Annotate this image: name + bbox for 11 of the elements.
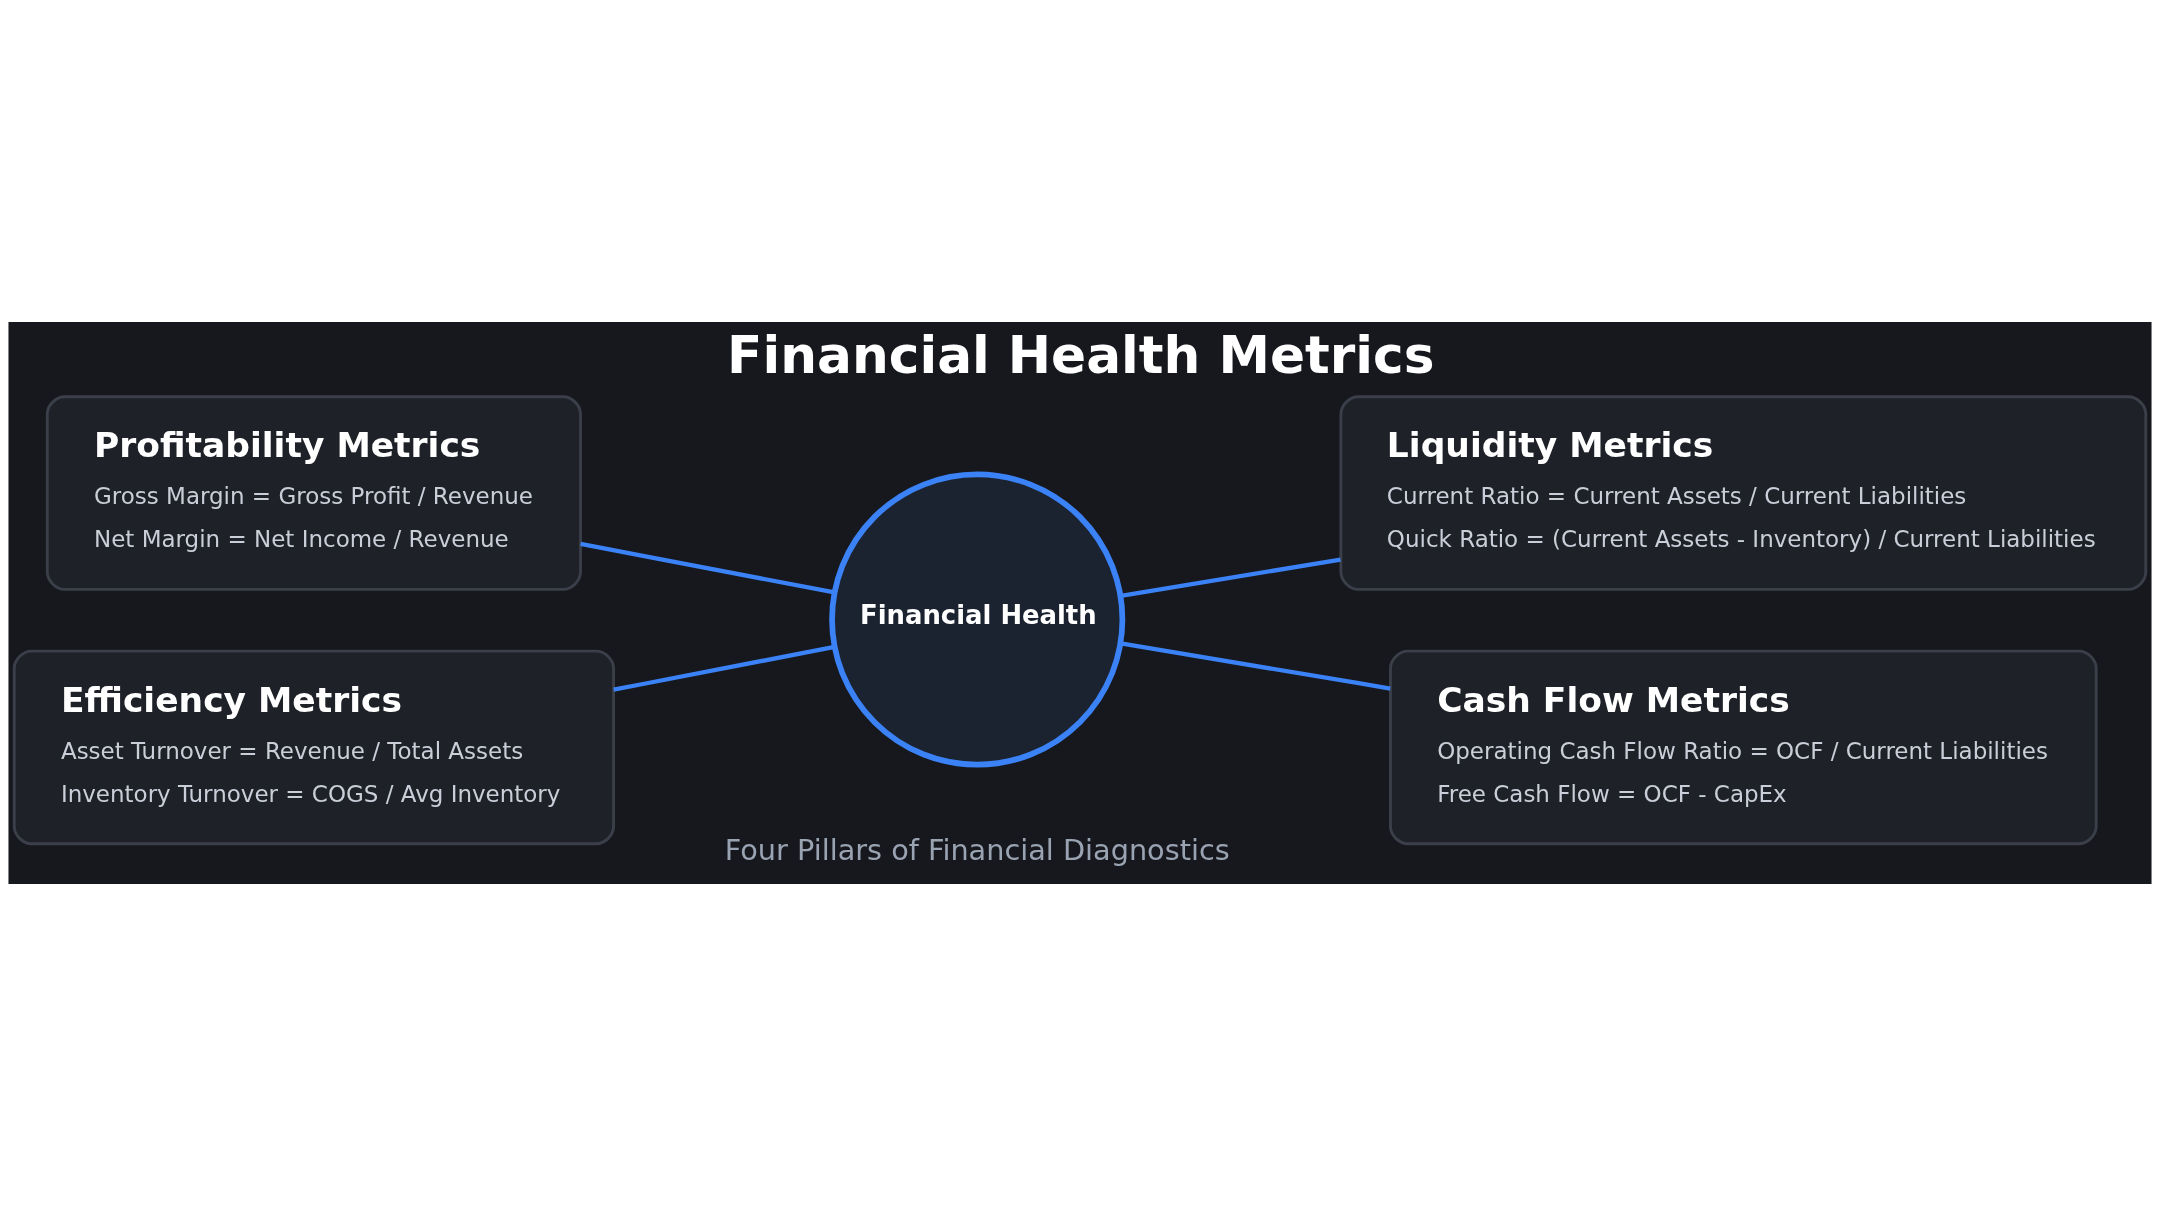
diagram-title: Financial Health Metrics (727, 325, 1435, 386)
connector (580, 541, 835, 595)
node-box: Efficiency Metrics Asset Turnover = Revenue / Total Assets Inventory Turnover = COGS / Avg Inventory (12, 649, 615, 846)
connector (1120, 641, 1391, 691)
node-box: Liquidity Metrics Current Ratio = Current Assets / Current Liabilities Quick Ratio = (Current Assets - Inventory) / Current Liabilities (1339, 395, 2148, 591)
label: Four Pillars of Financial Diagnostics (724, 832, 1230, 867)
node-box: Profitability Metrics Gross Margin = Gross Profit / Revenue Net Margin = Net Income / Revenue (45, 395, 582, 591)
connector (613, 644, 835, 692)
connector (1120, 557, 1341, 599)
node-box: Cash Flow Metrics Operating Cash Flow Ratio = OCF / Current Liabilities Free Cash Flow = OCF - CapEx (1389, 649, 2098, 846)
node-circle: Financial Health (829, 471, 1126, 768)
